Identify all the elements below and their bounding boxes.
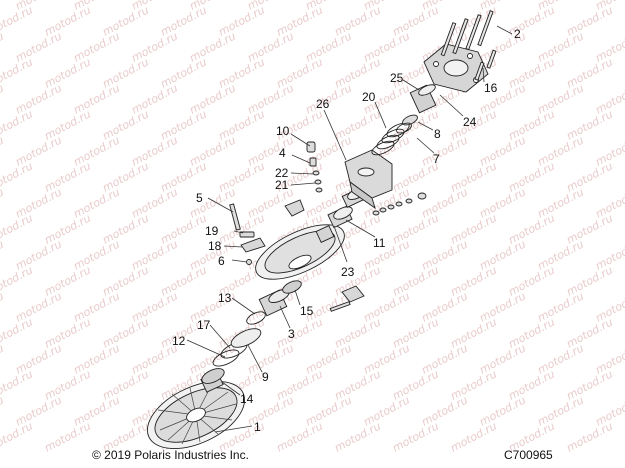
part-7-washer	[396, 122, 412, 134]
callout-20: 20	[362, 90, 376, 104]
part-12-ring	[212, 349, 240, 367]
watermark-text: motod.ru	[0, 185, 6, 220]
part-roller-assembly	[329, 285, 365, 312]
callout-24: 24	[463, 115, 477, 129]
part-18-weight	[240, 237, 266, 253]
watermark-text: motod.ru	[448, 419, 499, 454]
part-24-cover	[423, 43, 489, 93]
part-9-ring	[230, 328, 262, 348]
watermark-text: motod.ru	[0, 263, 35, 298]
part-26-spider	[344, 149, 393, 210]
watermark-text: motod.ru	[42, 419, 93, 454]
callout-17: 17	[197, 318, 211, 332]
diagram-code: C700965	[504, 448, 553, 462]
callout-1: 1	[254, 420, 261, 434]
watermark-text: motod.ru	[390, 419, 441, 454]
part-6-washer	[246, 259, 252, 265]
watermark-text: motod.ru	[0, 289, 6, 324]
callout-11: 11	[373, 236, 386, 250]
watermark-text: motod.ru	[0, 29, 6, 64]
parts-group	[146, 10, 497, 450]
watermark-text: motod.ru	[0, 133, 6, 168]
part-2-bolts	[440, 10, 494, 57]
callout-23: 23	[341, 265, 355, 279]
callout-16: 16	[484, 81, 498, 95]
callout-5: 5	[196, 191, 203, 205]
part-11-bushing	[327, 205, 353, 229]
callout-22: 22	[275, 166, 289, 180]
callout-26: 26	[316, 97, 330, 111]
callout-9: 9	[262, 370, 269, 384]
watermark-text: motod.ru	[0, 315, 35, 350]
callout-19: 19	[205, 224, 219, 238]
part-small-stack	[306, 141, 323, 193]
part-drive-sheave	[146, 371, 246, 450]
callout-7: 7	[433, 152, 440, 166]
watermark-text: motod.ru	[0, 107, 35, 142]
part-cam-weight	[284, 199, 305, 217]
callout-3: 3	[288, 327, 295, 341]
callout-8: 8	[434, 127, 441, 141]
watermark-text: motod.ru	[0, 0, 6, 13]
callout-21: 21	[275, 178, 289, 192]
watermark-text: motod.ru	[0, 3, 35, 38]
watermark-text: motod.ru	[0, 393, 6, 428]
watermark-text: motod.ru	[0, 419, 35, 454]
watermark-text: motod.ru	[564, 419, 615, 454]
callout-4: 4	[279, 146, 286, 160]
leader-lines	[186, 25, 513, 433]
part-14-ring	[201, 368, 225, 384]
part-25-sleeve	[409, 84, 437, 114]
watermark-text: motod.ru	[0, 211, 35, 246]
part-19-pin	[239, 231, 255, 238]
copyright-text: © 2019 Polaris Industries Inc.	[92, 448, 249, 462]
watermark-text: motod.ru	[274, 419, 325, 454]
part-moveable-sheave	[255, 224, 345, 280]
part-15-sleeve	[282, 280, 302, 294]
watermark-text: motod.ru	[0, 159, 35, 194]
part-8-washer	[402, 114, 418, 126]
callout-14: 14	[240, 392, 254, 406]
part-16-bolts	[474, 49, 497, 81]
callout-labels: 1 2 3 4 5 6 7 8 9 10 11 12 13 14 15 16 1…	[172, 27, 521, 434]
callout-2: 2	[514, 27, 521, 41]
watermark-text: motod.ru	[0, 81, 6, 116]
callout-18: 18	[208, 239, 222, 253]
watermark-text: motod.ru	[0, 367, 35, 402]
part-washer-chain	[372, 192, 427, 216]
callout-6: 6	[218, 254, 225, 268]
callout-15: 15	[300, 304, 314, 318]
watermark-text: motod.ru	[0, 237, 6, 272]
watermark-text: motod.ru	[332, 419, 383, 454]
callout-12: 12	[172, 334, 186, 348]
callout-13: 13	[218, 291, 232, 305]
part-5-pin	[229, 203, 241, 231]
callout-10: 10	[276, 124, 290, 138]
callout-25: 25	[390, 71, 404, 85]
watermark-text: motod.ru	[0, 55, 35, 90]
watermark-text: motod.ru	[0, 341, 6, 376]
